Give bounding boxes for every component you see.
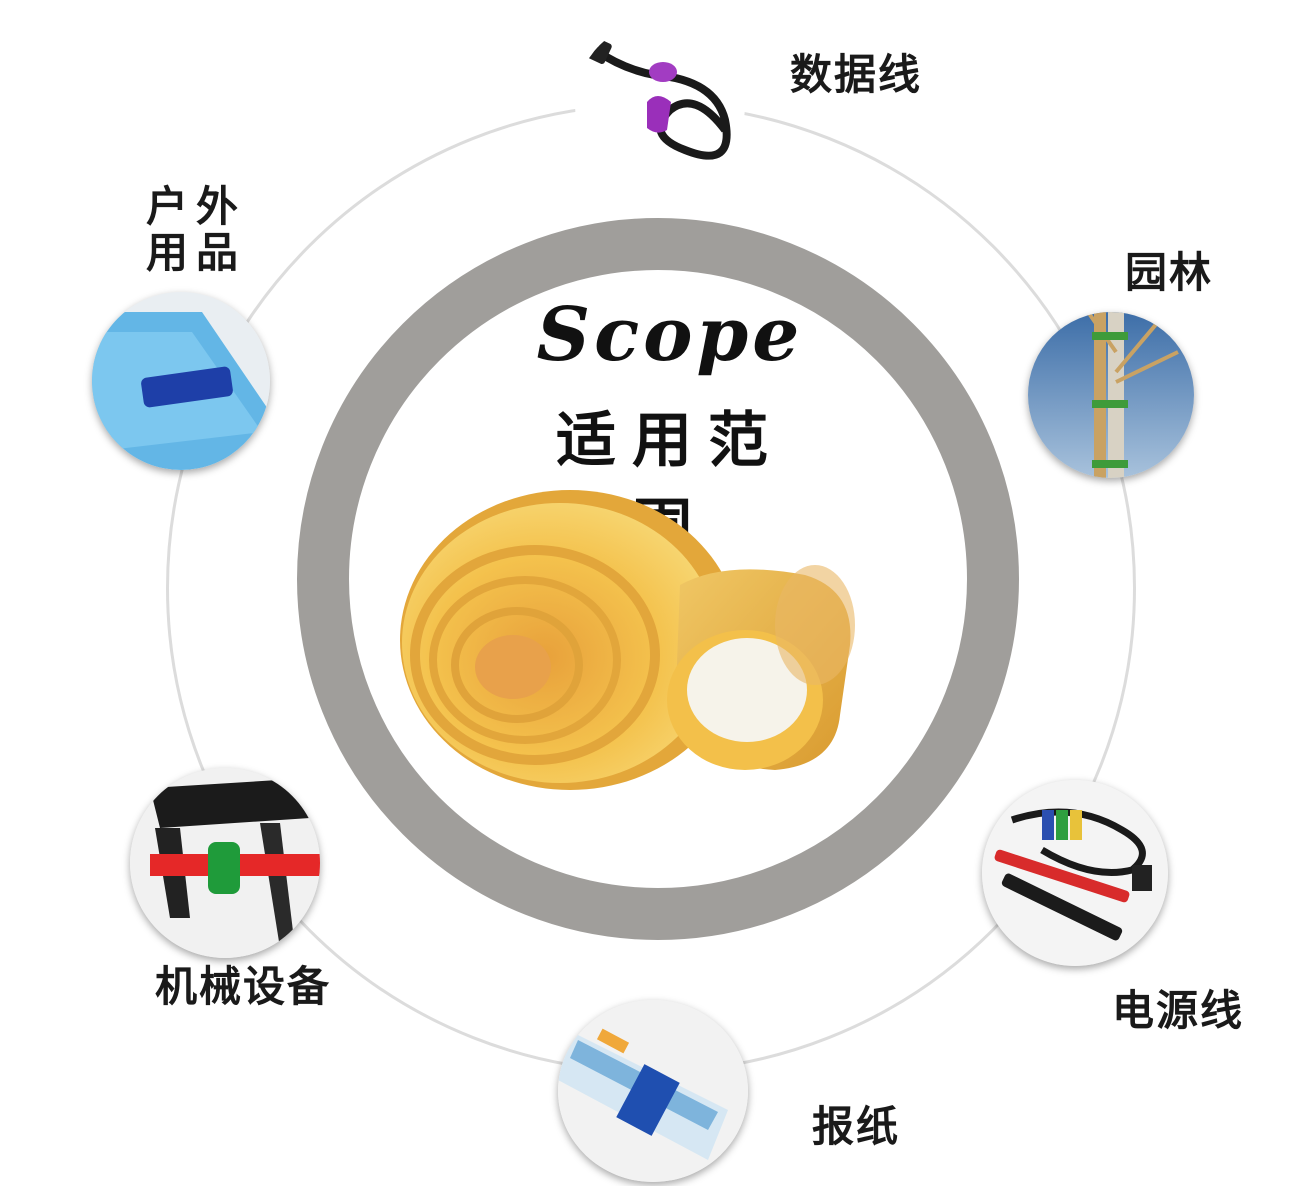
label-newspaper: 报纸 [812,1102,901,1151]
machinery-photo [130,768,320,958]
outdoor-products-photo [92,292,270,470]
newspaper-roll-icon [558,1000,748,1182]
label-power-cable: 电源线 [1112,986,1245,1035]
power-cable-photo [982,780,1168,966]
label-data-cable: 数据线 [790,50,923,99]
label-garden: 园林 [1125,248,1214,297]
label-machinery: 机械设备 [155,962,332,1011]
tree-icon [1028,312,1194,478]
data-cable-photo [575,20,745,190]
velcro-tape-roll-image [400,490,855,790]
sleeve-icon [92,292,270,470]
label-outdoor-line2: 用品 [146,228,247,277]
label-outdoor-line1: 户外 [146,182,247,231]
scope-title: Scope [536,292,804,378]
power-cable-icon [982,780,1168,966]
cable-icon [580,35,731,160]
garden-photo [1028,312,1194,478]
machine-icon [130,768,320,958]
newspaper-photo [558,1000,748,1182]
